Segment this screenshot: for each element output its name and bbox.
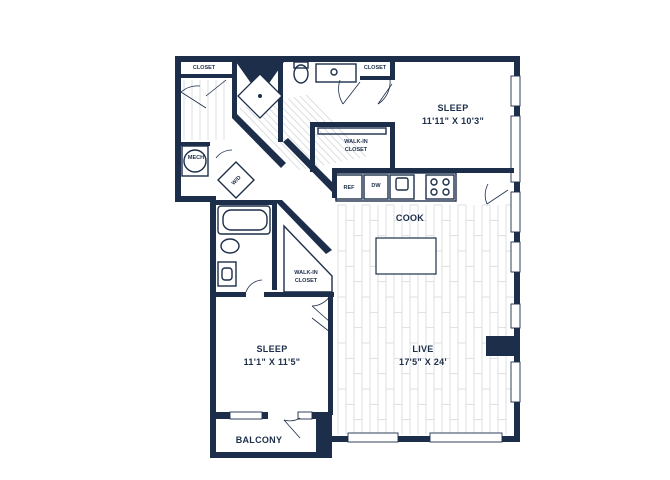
live-label: LIVE	[412, 344, 433, 354]
diagonal-walls	[232, 62, 337, 254]
closet-1-label: CLOSET	[193, 65, 216, 71]
live-dims: 17'5" X 24'	[399, 357, 447, 367]
mech-label: MECH	[188, 155, 204, 161]
walk-in-closet-2-line2: CLOSET	[295, 278, 318, 284]
ref-label: REF	[344, 185, 356, 191]
walk-in-closet-1-line2: CLOSET	[345, 147, 368, 153]
sleep-1-dims: 11'11" X 10'3"	[422, 116, 484, 126]
sleep-2-label: SLEEP	[256, 344, 287, 354]
door-swings	[180, 79, 509, 439]
wood-floor-pattern	[183, 80, 514, 434]
walk-in-closet-2-line1: WALK-IN	[294, 270, 318, 276]
interior-walls	[175, 62, 514, 419]
windows	[229, 75, 521, 443]
dw-label: DW	[371, 183, 381, 189]
closet-2-label: CLOSET	[364, 65, 387, 71]
shower	[237, 73, 283, 119]
room-labels: SLEEP 11'11" X 10'3" SLEEP 11'1" X 11'5"…	[188, 65, 484, 445]
sleep-1-label: SLEEP	[437, 103, 468, 113]
fixtures	[181, 61, 457, 293]
walk-in-closet-1-line1: WALK-IN	[344, 139, 368, 145]
sleep-2-dims: 11'1" X 11'5"	[244, 357, 301, 367]
wd-label: W/D	[231, 175, 243, 187]
balcony-label: BALCONY	[236, 435, 283, 445]
cook-label: COOK	[396, 213, 424, 223]
